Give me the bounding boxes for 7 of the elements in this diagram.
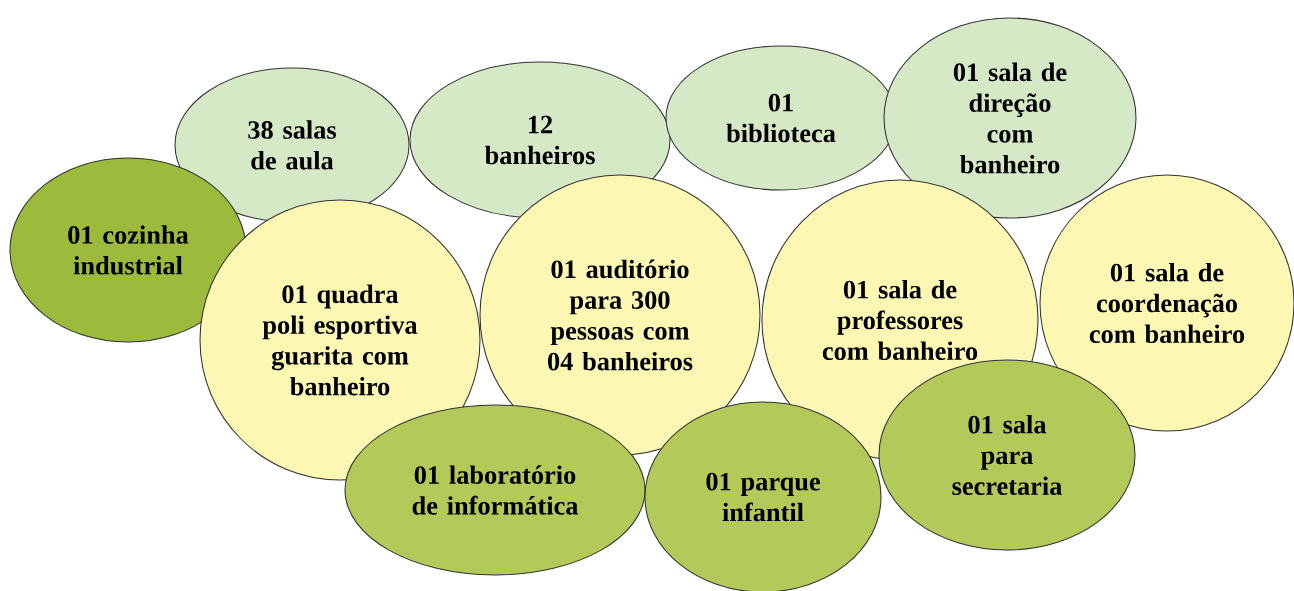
ellipse-node: 01 sala de direção com banheiro <box>883 17 1137 219</box>
ellipse-node: 01 auditório para 300 pessoas com 04 banheiros <box>479 174 761 456</box>
ellipse-node: 01 laboratório de informática <box>344 404 646 576</box>
ellipse-node: 01 parque infantil <box>644 401 882 591</box>
ellipse-node: 01 biblioteca <box>665 45 897 191</box>
ellipse-node: 01 cozinha industrial <box>9 157 247 343</box>
ellipse-node: 01 sala para secretaria <box>878 359 1136 551</box>
